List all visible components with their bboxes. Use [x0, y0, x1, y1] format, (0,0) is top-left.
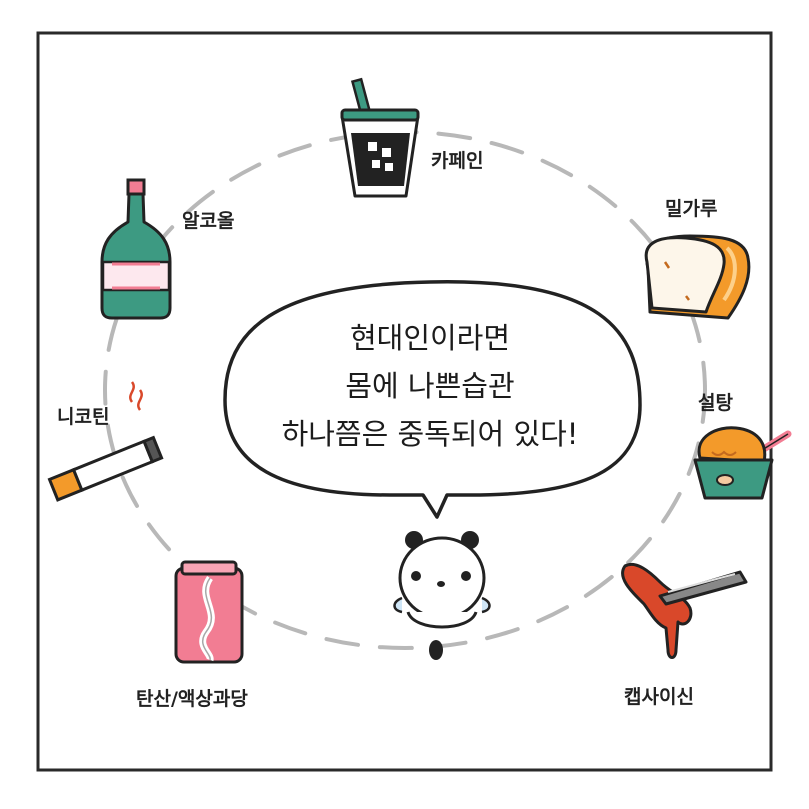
bubble-line-1: 현대인이라면	[349, 321, 511, 355]
hot-sauce-tongs-icon	[621, 563, 748, 659]
bubble-line-2: 몸에 나쁜습관	[345, 369, 515, 403]
bubble-line-3: 하나쯤은 중독되어 있다!	[281, 417, 579, 451]
panda-icon	[393, 531, 491, 660]
label-capsaicin: 캡사이신	[624, 686, 694, 708]
label-flour: 밀가루	[665, 198, 718, 220]
bread-icon	[644, 234, 751, 320]
speech-bubble	[223, 280, 642, 519]
coffee-cup-icon	[340, 77, 420, 198]
soju-bottle-icon	[100, 178, 172, 320]
label-soda: 탄산/액상과당	[136, 688, 248, 710]
cigarette-icon	[47, 381, 164, 502]
ice-cream-icon	[693, 426, 792, 500]
label-caffeine: 카페인	[431, 150, 484, 172]
label-sugar: 설탕	[698, 392, 733, 414]
label-nicotine: 니코틴	[57, 406, 110, 428]
soda-can-icon	[174, 560, 244, 664]
label-alcohol: 알코올	[182, 210, 235, 232]
